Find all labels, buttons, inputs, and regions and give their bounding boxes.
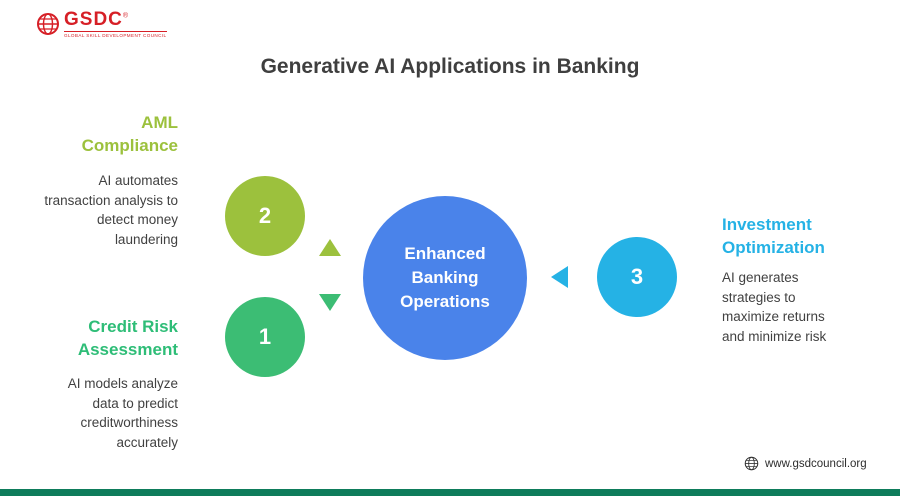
page-title: Generative AI Applications in Banking xyxy=(260,55,640,78)
arrow-up-icon xyxy=(319,239,341,256)
footer-website-url: www.gsdcouncil.org xyxy=(765,457,867,470)
logo-tagline: GLOBAL SKILL DEVELOPMENT COUNCIL xyxy=(64,31,167,38)
logo-name-text: GSDC xyxy=(64,9,123,30)
bottom-accent-bar xyxy=(0,489,900,496)
center-circle: Enhanced Banking Operations xyxy=(363,196,527,360)
registered-mark: ® xyxy=(122,12,130,20)
globe-icon xyxy=(37,13,59,35)
circle-step-1-number: 1 xyxy=(258,324,272,349)
circle-step-3-number: 3 xyxy=(630,264,644,289)
globe-outline-icon xyxy=(744,456,759,471)
logo-name: GSDC® xyxy=(64,10,167,29)
aml-compliance-description: AI automates transaction analysis to det… xyxy=(44,173,178,247)
aml-compliance-title: AML Compliance xyxy=(81,113,178,155)
arrow-down-icon xyxy=(319,294,341,311)
footer: www.gsdcouncil.org xyxy=(744,456,867,471)
circle-step-2: 2 xyxy=(225,176,305,256)
investment-optimization-description: AI generates strategies to maximize retu… xyxy=(722,270,827,344)
credit-risk-description: AI models analyze data to predict credit… xyxy=(67,376,178,450)
circle-step-2-number: 2 xyxy=(258,203,272,228)
logo-text: GSDC® GLOBAL SKILL DEVELOPMENT COUNCIL xyxy=(64,10,167,38)
gsdc-logo: GSDC® GLOBAL SKILL DEVELOPMENT COUNCIL xyxy=(36,10,167,38)
arrow-left-icon xyxy=(551,266,568,288)
center-circle-label: Enhanced Banking Operations xyxy=(400,244,490,311)
credit-risk-title: Credit Risk Assessment xyxy=(77,317,178,359)
circle-step-1: 1 xyxy=(225,297,305,377)
investment-optimization-title: Investment Optimization xyxy=(722,215,825,257)
circle-step-3: 3 xyxy=(597,237,677,317)
